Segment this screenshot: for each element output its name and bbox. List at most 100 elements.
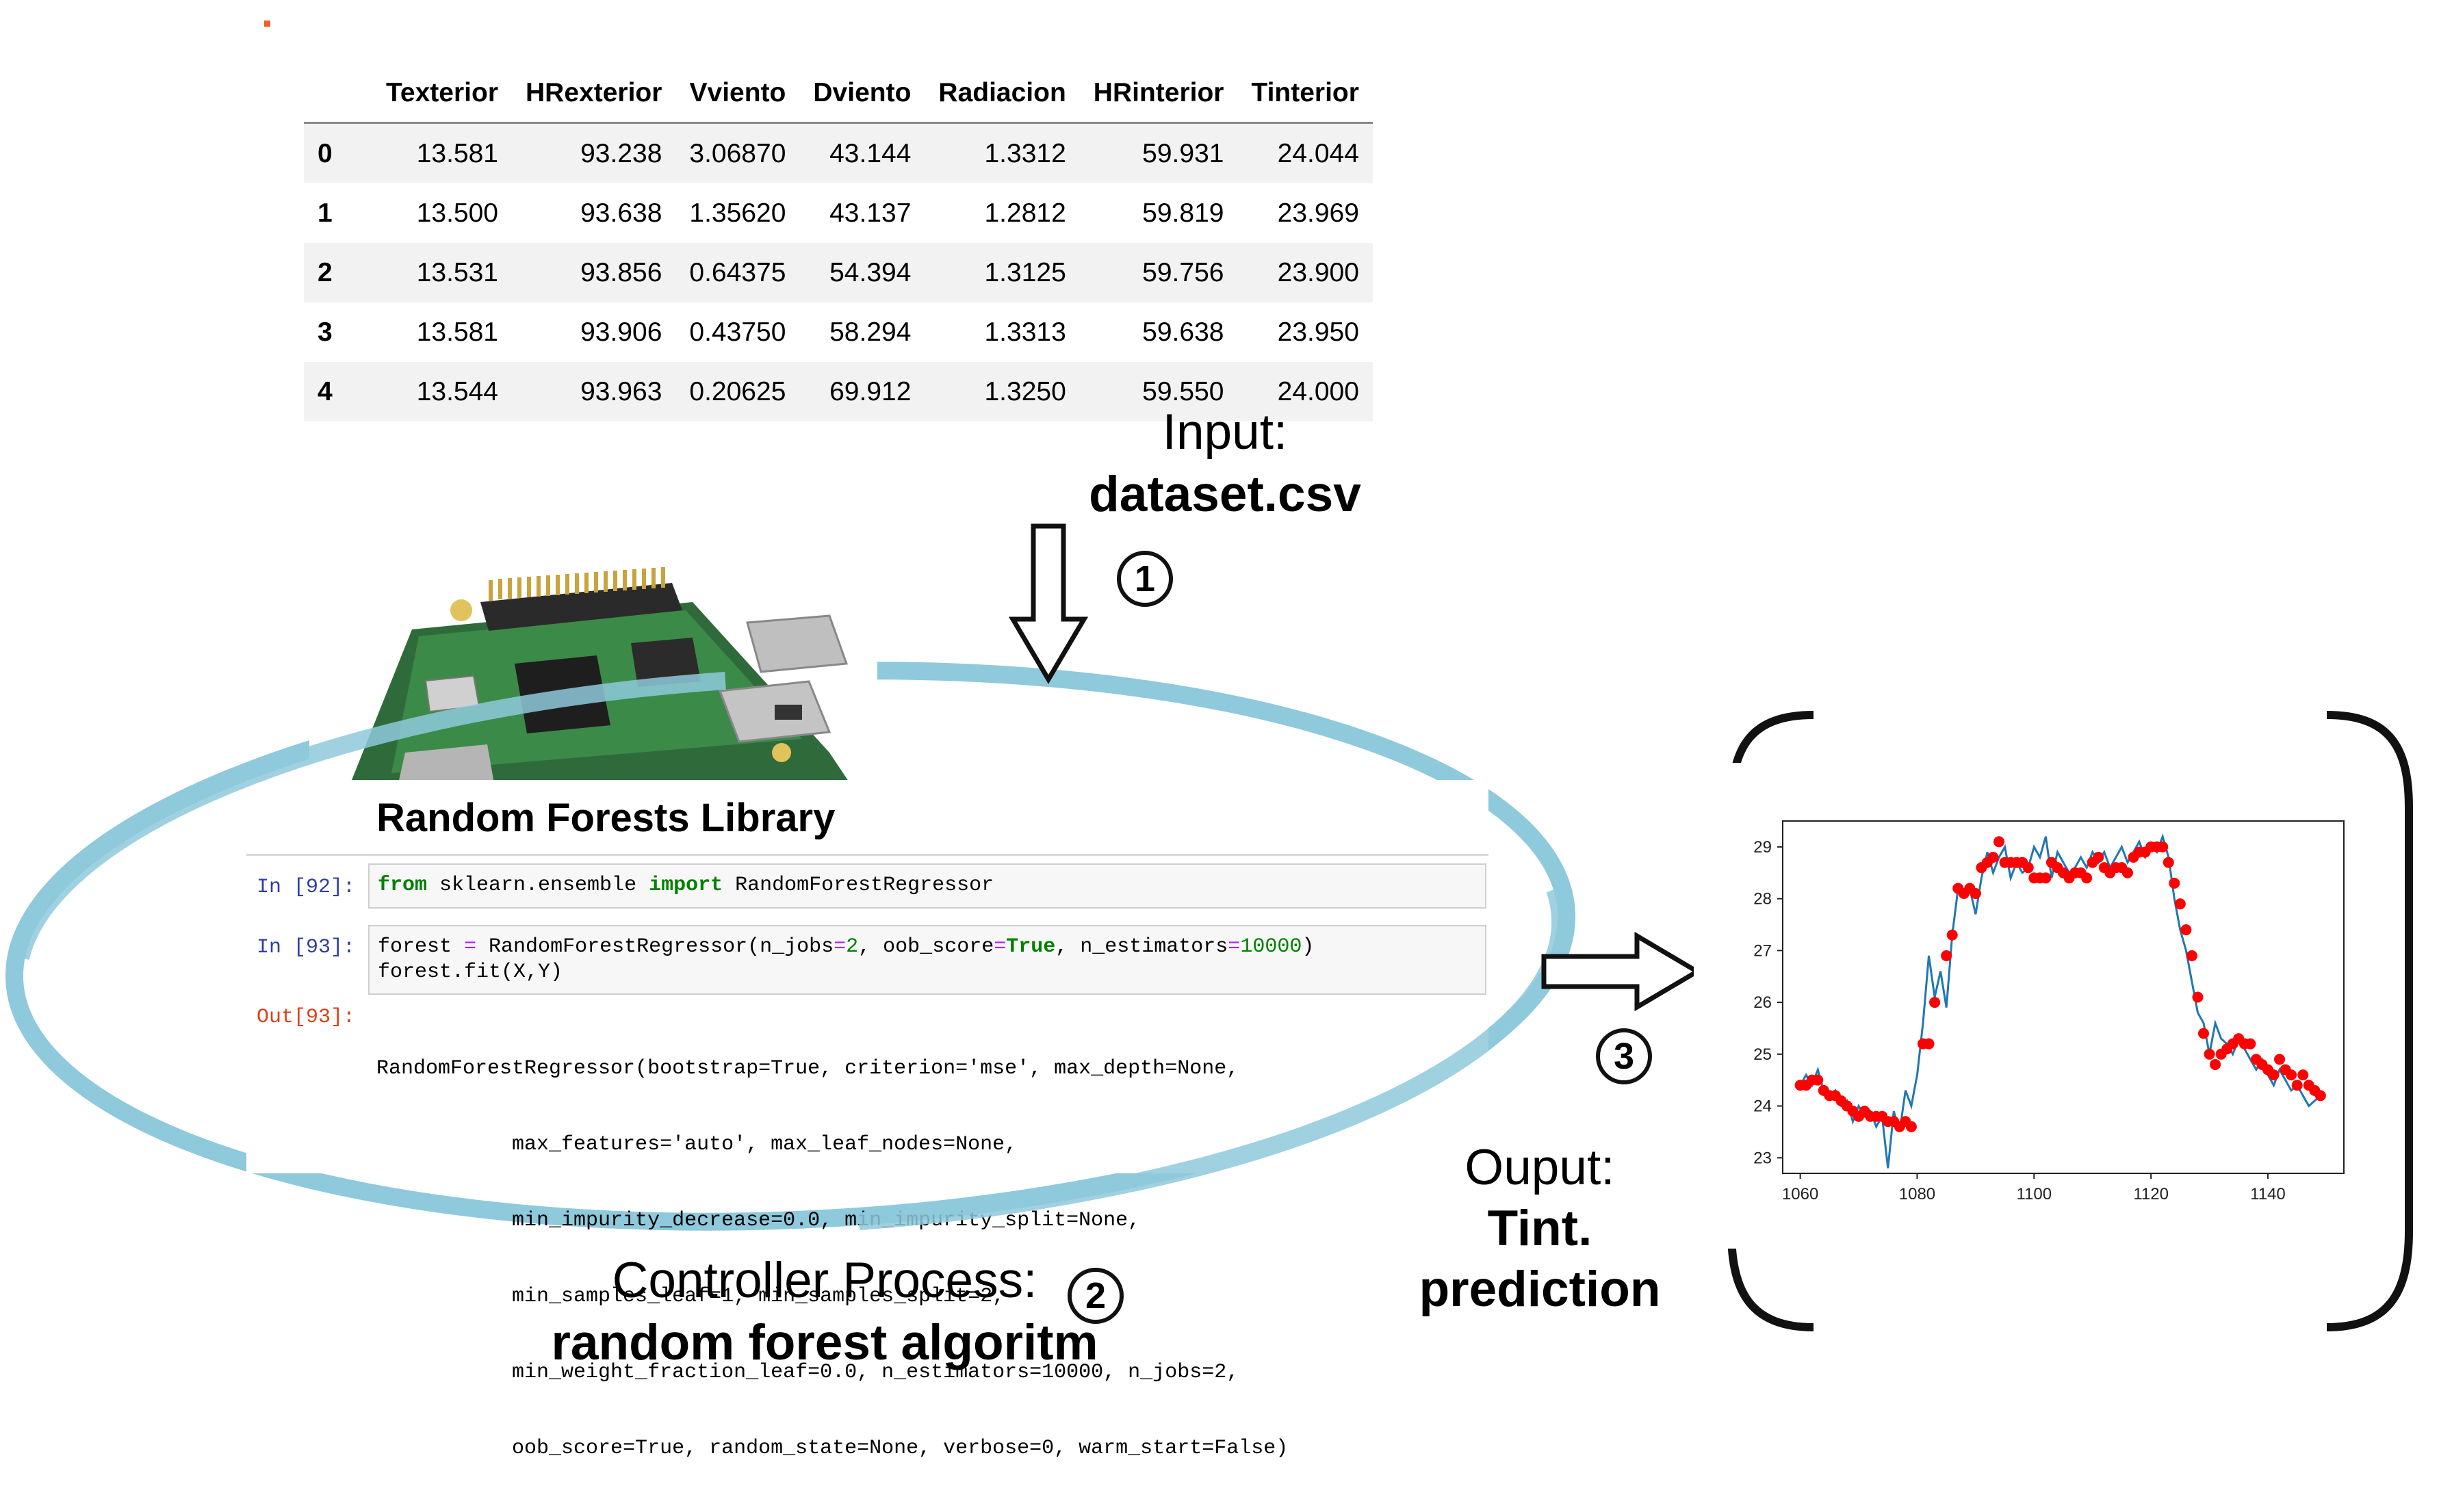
cell-2-code: forest = RandomForestRegressor(n_jobs=2,… xyxy=(378,935,1314,985)
input-label: Input: dataset.csv xyxy=(1040,404,1410,523)
output-prompt: Out[93]: xyxy=(257,1006,356,1029)
code-text: sklearn.ensemble xyxy=(427,874,649,897)
table-row: 0 13.581 93.238 3.06870 43.144 1.3312 59… xyxy=(304,122,1373,183)
table-cell: 13.544 xyxy=(372,362,512,421)
column-header: HRinterior xyxy=(1079,45,1238,124)
output-line: RandomForestRegressor(bootstrap=True, cr… xyxy=(376,1057,1239,1080)
prediction-point xyxy=(2245,1038,2256,1050)
table-cell: 54.394 xyxy=(799,243,925,302)
prediction-point xyxy=(1929,997,1941,1008)
output-line: min_weight_fraction_leaf=0.0, n_estimato… xyxy=(376,1361,1239,1384)
table-cell: 59.931 xyxy=(1079,122,1238,183)
table-cell: 59.819 xyxy=(1142,198,1224,228)
table-cell: 13.500 xyxy=(416,198,498,228)
y-tick-label: 28 xyxy=(1753,890,1772,909)
row-index: 3 xyxy=(318,317,333,347)
table-cell: 1.3312 xyxy=(925,122,1080,183)
column-header: Tinterior xyxy=(1237,45,1373,124)
table-cell: 1.35620 xyxy=(689,198,786,228)
keyword-import: import xyxy=(649,874,723,897)
column-header: Radiacion xyxy=(925,45,1080,124)
input-label-line2: dataset.csv xyxy=(1089,467,1361,522)
controller-label-line2: random forest algoritm xyxy=(551,1315,1098,1370)
prediction-point xyxy=(2268,1069,2280,1081)
actual-series-line xyxy=(1799,833,2321,1169)
cell-1-prompt: In [92]: xyxy=(257,876,356,899)
table-cell: 69.912 xyxy=(799,362,925,421)
table-cell: 23.900 xyxy=(1237,243,1373,302)
column-header: Texterior xyxy=(372,45,512,124)
table-cell: 24.000 xyxy=(1237,362,1373,421)
prediction-point xyxy=(2040,872,2052,884)
code-keyword: True xyxy=(1006,935,1056,959)
table-row: 4 13.544 93.963 0.20625 69.912 1.3250 59… xyxy=(304,362,1373,421)
title-divider xyxy=(246,854,1488,856)
table-cell: 59.756 xyxy=(1079,243,1238,302)
output-label-line2: Tint. xyxy=(1487,1201,1592,1256)
cell-1-code: from sklearn.ensemble import RandomFores… xyxy=(378,873,994,898)
controller-label: Controller Process: random forest algori… xyxy=(506,1252,1143,1371)
column-header: HRexterior xyxy=(512,45,676,124)
x-tick-label: 1100 xyxy=(2016,1185,2052,1203)
notebook-panel: Random Forests Library In [92]: from skl… xyxy=(246,780,1488,1460)
prediction-point xyxy=(2186,950,2197,961)
column-header: Dviento xyxy=(799,45,925,124)
output-label-line1: Ouput: xyxy=(1464,1140,1615,1195)
code-operator: = xyxy=(464,935,477,959)
prediction-point xyxy=(1987,852,1999,863)
row-index: 2 xyxy=(304,243,372,302)
table-cell: 93.638 xyxy=(580,198,662,228)
dataset-table: Texterior HRexterior Vviento Dviento Rad… xyxy=(304,45,1373,421)
code-operator: = xyxy=(994,935,1007,959)
prediction-point xyxy=(1923,1038,1935,1050)
keyword-from: from xyxy=(378,874,428,897)
output-line: min_samples_leaf=1, min_samples_split=2, xyxy=(376,1285,1005,1308)
code-number: 2 xyxy=(846,935,859,959)
prediction-point xyxy=(2157,841,2169,852)
output-label-line3: prediction xyxy=(1419,1262,1661,1317)
prediction-point xyxy=(1941,950,1952,961)
prediction-point xyxy=(2274,1054,2286,1065)
table-cell: 1.3250 xyxy=(925,362,1080,421)
code-number: 10000 xyxy=(1240,935,1302,959)
x-tick-label: 1080 xyxy=(1899,1185,1935,1203)
table-cell: 13.581 xyxy=(416,317,498,347)
output-line: oob_score=True, random_state=None, verbo… xyxy=(376,1437,1289,1460)
y-tick-label: 23 xyxy=(1753,1149,1772,1167)
prediction-point xyxy=(2314,1090,2326,1102)
code-operator: = xyxy=(1228,935,1241,959)
prediction-point xyxy=(2291,1080,2303,1091)
table-cell: 43.144 xyxy=(799,122,925,183)
column-header: Vviento xyxy=(675,45,800,124)
table-cell: 0.20625 xyxy=(675,362,800,421)
y-tick-label: 26 xyxy=(1753,993,1772,1012)
prediction-point xyxy=(2210,1058,2221,1070)
prediction-point xyxy=(2093,852,2104,863)
prediction-point xyxy=(1993,836,2005,848)
prediction-point xyxy=(2022,862,2034,874)
y-tick-label: 24 xyxy=(1753,1097,1772,1116)
code-text: , n_estimators xyxy=(1055,935,1228,959)
step-3-badge: 3 xyxy=(1596,1028,1652,1084)
code-cell-1[interactable]: from sklearn.ensemble import RandomFores… xyxy=(368,863,1486,909)
prediction-point xyxy=(2192,991,2204,1003)
right-arrow-icon xyxy=(1541,931,1702,1012)
x-tick-label: 1120 xyxy=(2133,1185,2169,1203)
table-cell: 13.581 xyxy=(372,122,512,183)
output-line: max_features='auto', max_leaf_nodes=None… xyxy=(376,1133,1018,1156)
table-cell: 13.531 xyxy=(372,243,512,302)
prediction-point xyxy=(1970,888,1981,900)
code-text: ) xyxy=(1302,935,1315,959)
dataset-table-panel: Texterior HRexterior Vviento Dviento Rad… xyxy=(261,25,1402,421)
row-index: 0 xyxy=(304,122,372,183)
prediction-point xyxy=(2121,867,2133,878)
controller-label-line1: Controller Process: xyxy=(612,1253,1037,1308)
prediction-point xyxy=(1812,1074,1824,1086)
notebook-title: Random Forests Library xyxy=(376,796,836,840)
prediction-point xyxy=(2081,872,2093,884)
table-row: 2 13.531 93.856 0.64375 54.394 1.3125 59… xyxy=(304,243,1373,302)
column-header xyxy=(304,45,372,124)
code-cell-2[interactable]: forest = RandomForestRegressor(n_jobs=2,… xyxy=(368,925,1486,995)
code-text: , oob_score xyxy=(858,935,994,959)
